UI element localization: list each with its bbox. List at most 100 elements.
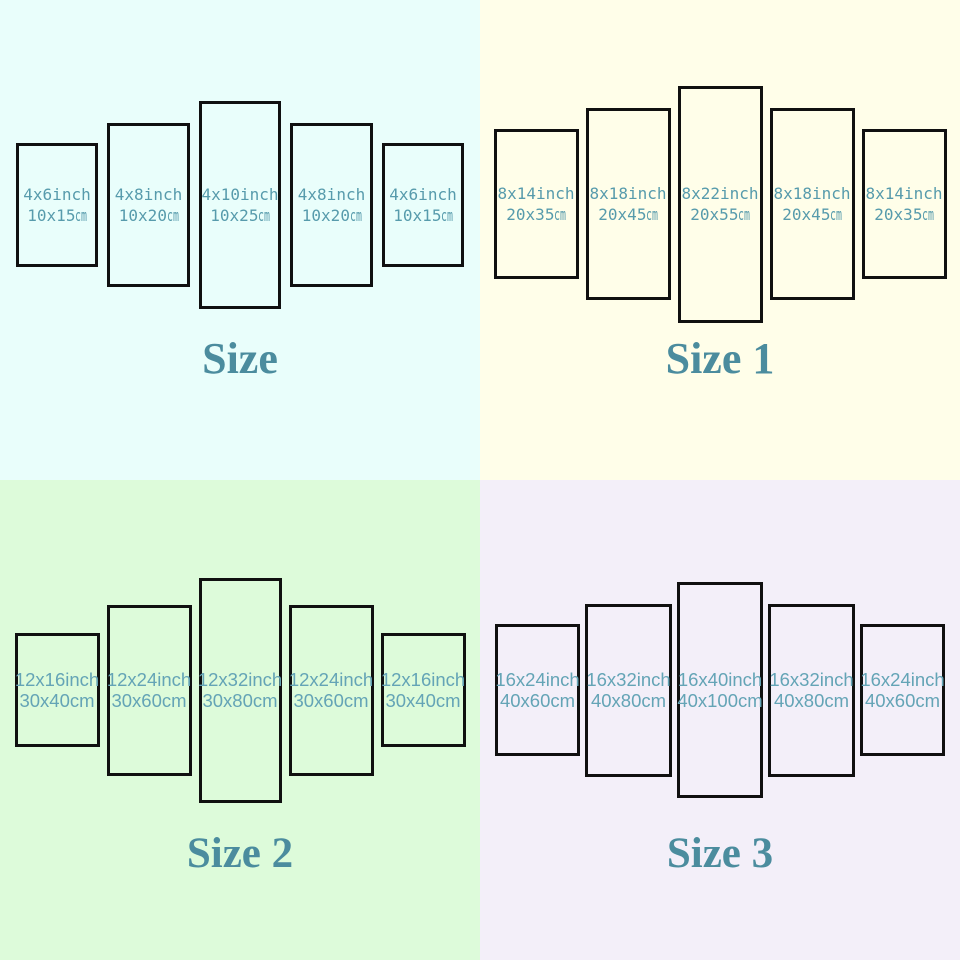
panel-row: 16x24inch 40x60cm 16x32inch 40x80cm 16x4…: [480, 480, 960, 900]
panel-size-inch-label: 8x14inch: [865, 184, 943, 203]
panel-size-label: 16x24inch 40x60cm: [860, 669, 944, 711]
panel-size-cm-label: 20x55cm: [690, 205, 751, 224]
panel-size-cm-label: 10x20cm: [301, 206, 362, 225]
canvas-panel: 8x18inch 20x45cm: [585, 108, 671, 300]
panel-size-label: 16x32inch 40x80cm: [769, 669, 853, 711]
panel-size-inch-label: 16x24inch: [495, 669, 580, 690]
panel-size-inch-label: 16x40inch: [677, 669, 763, 690]
panel-row: 4x6inch 10x15cm 4x8inch 10x20cm 4x10inch…: [0, 0, 480, 410]
canvas-panel: 8x18inch 20x45cm: [769, 108, 855, 300]
canvas-panel: 4x6inch 10x15cm: [382, 143, 464, 267]
canvas-panel: 4x10inch 10x25cm: [199, 101, 281, 309]
cm-unit: cm: [75, 206, 88, 225]
cm-unit: cm: [252, 690, 278, 711]
cm-unit: cm: [349, 206, 362, 225]
panel-size-label: 8x22inch 20x55cm: [681, 183, 758, 225]
panel-size-label: 12x32inch 30x80cm: [198, 669, 282, 711]
canvas-panel: 8x22inch 20x55cm: [677, 85, 763, 323]
panel-size-cm-label: 10x20cm: [118, 206, 179, 225]
panel-size-label: 12x16inch 30x40cm: [15, 669, 99, 711]
panel-size-label: 12x24inch 30x60cm: [107, 669, 191, 711]
panel-size-label: 4x8inch 10x20cm: [298, 184, 365, 226]
panel-size-cm-label: 40x100cm: [677, 690, 763, 711]
size-quadrant-size: 4x6inch 10x15cm 4x8inch 10x20cm 4x10inch…: [0, 0, 480, 480]
panel-size-cm-label: 30x40cm: [19, 690, 95, 711]
panel-size-inch-label: 4x8inch: [114, 185, 183, 204]
cm-unit: cm: [435, 690, 461, 711]
panel-size-label: 12x16inch 30x40cm: [381, 669, 465, 711]
canvas-panel: 16x32inch 40x80cm: [585, 603, 672, 777]
panel-size-cm-label: 40x80cm: [773, 690, 850, 711]
size-quadrant-size-3: 16x24inch 40x60cm 16x32inch 40x80cm 16x4…: [480, 480, 960, 960]
panel-size-inch-label: 4x8inch: [297, 185, 366, 204]
panel-size-label: 4x6inch 10x15cm: [23, 184, 90, 226]
cm-unit: cm: [646, 205, 659, 224]
canvas-panel: 12x16inch 30x40cm: [14, 633, 100, 747]
panel-row: 12x16inch 30x40cm 12x24inch 30x60cm 12x3…: [0, 480, 480, 900]
panel-size-inch-label: 12x24inch: [106, 669, 192, 690]
size-quadrant-size-1: 8x14inch 20x35cm 8x18inch 20x45cm 8x22in…: [480, 0, 960, 480]
panel-size-cm-label: 40x60cm: [499, 690, 576, 711]
size-group-title: Size 1: [665, 334, 775, 383]
panel-size-cm-label: 10x25cm: [210, 206, 271, 225]
cm-unit: cm: [915, 690, 941, 711]
panel-size-inch-label: 16x24inch: [860, 669, 945, 690]
panel-size-inch-label: 4x6inch: [23, 185, 91, 204]
panel-size-cm-label: 30x60cm: [111, 690, 187, 711]
panel-size-inch-label: 8x22inch: [681, 184, 759, 203]
cm-unit: cm: [161, 690, 187, 711]
canvas-panel: 16x24inch 40x60cm: [860, 624, 945, 756]
size-group-title: Size 2: [186, 830, 294, 877]
panel-size-label: 8x18inch 20x45cm: [589, 183, 666, 225]
panel-size-cm-label: 40x60cm: [864, 690, 941, 711]
cm-unit: cm: [554, 205, 567, 224]
panel-size-label: 8x14inch 20x35cm: [865, 183, 942, 225]
size-group-title: Size: [202, 334, 278, 383]
panel-size-cm-label: 30x80cm: [202, 690, 278, 711]
canvas-panel: 16x40inch 40x100cm: [677, 582, 763, 798]
panel-size-inch-label: 16x32inch: [586, 669, 671, 690]
cm-unit: cm: [738, 690, 763, 711]
cm-unit: cm: [343, 690, 369, 711]
canvas-panel: 12x24inch 30x60cm: [106, 604, 192, 776]
panel-size-inch-label: 16x32inch: [769, 669, 854, 690]
panel-size-cm-label: 20x35cm: [874, 205, 935, 224]
canvas-panel: 8x14inch 20x35cm: [493, 129, 579, 279]
cm-unit: cm: [258, 206, 271, 225]
canvas-panel: 12x32inch 30x80cm: [198, 577, 282, 803]
panel-size-label: 16x24inch 40x60cm: [495, 669, 579, 711]
size-quadrant-size-2: 12x16inch 30x40cm 12x24inch 30x60cm 12x3…: [0, 480, 480, 960]
cm-unit: cm: [830, 205, 843, 224]
panel-size-inch-label: 12x24inch: [288, 669, 374, 690]
panel-size-inch-label: 12x16inch: [14, 669, 100, 690]
cm-unit: cm: [738, 205, 751, 224]
cm-unit: cm: [824, 690, 850, 711]
panel-size-inch-label: 4x10inch: [201, 185, 279, 204]
cm-unit: cm: [550, 690, 576, 711]
panel-size-label: 16x40inch 40x100cm: [677, 669, 762, 711]
panel-size-inch-label: 8x18inch: [589, 184, 667, 203]
size-group-title: Size 3: [666, 830, 774, 877]
panel-size-cm-label: 20x45cm: [598, 205, 659, 224]
cm-unit: cm: [441, 206, 454, 225]
canvas-panel: 4x6inch 10x15cm: [16, 143, 98, 267]
panel-size-cm-label: 30x60cm: [293, 690, 369, 711]
canvas-panel: 12x16inch 30x40cm: [380, 633, 466, 747]
panel-size-label: 8x14inch 20x35cm: [497, 183, 574, 225]
panel-size-label: 16x32inch 40x80cm: [586, 669, 670, 711]
canvas-panel: 12x24inch 30x60cm: [288, 604, 374, 776]
cm-unit: cm: [922, 205, 935, 224]
panel-size-cm-label: 40x80cm: [590, 690, 667, 711]
cm-unit: cm: [166, 206, 179, 225]
panel-size-inch-label: 4x6inch: [389, 185, 457, 204]
panel-size-cm-label: 20x35cm: [506, 205, 567, 224]
panel-size-inch-label: 8x14inch: [497, 184, 575, 203]
panel-size-label: 4x10inch 10x25cm: [201, 184, 278, 226]
panel-row: 8x14inch 20x35cm 8x18inch 20x45cm 8x22in…: [480, 0, 960, 408]
canvas-panel: 16x32inch 40x80cm: [768, 603, 855, 777]
canvas-panel: 4x8inch 10x20cm: [107, 123, 190, 287]
cm-unit: cm: [641, 690, 667, 711]
panel-size-cm-label: 20x45cm: [782, 205, 843, 224]
panel-size-inch-label: 12x32inch: [197, 669, 283, 690]
